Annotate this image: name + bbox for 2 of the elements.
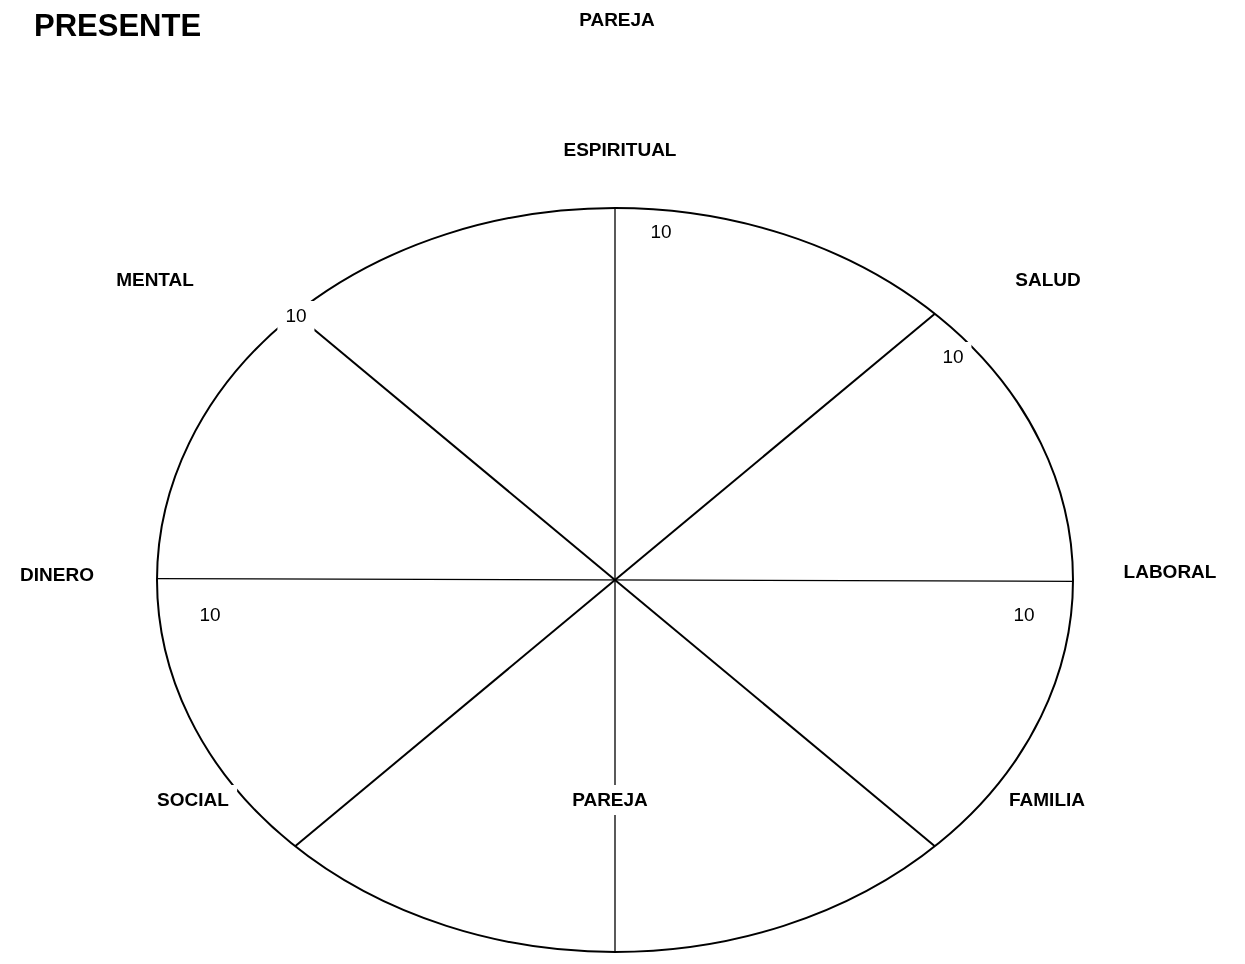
scale-value: 10 bbox=[277, 301, 315, 331]
title: PRESENTE bbox=[34, 8, 202, 44]
